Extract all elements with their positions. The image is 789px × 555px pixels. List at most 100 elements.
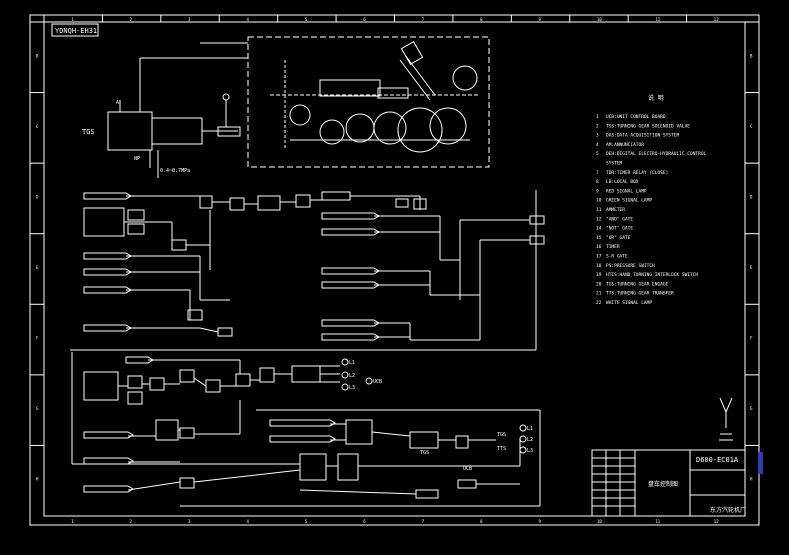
wire (127, 481, 181, 491)
right-ruler-label: G (750, 406, 753, 411)
legend-number: 12 (596, 216, 602, 222)
top-ruler-label: 7 (422, 17, 425, 22)
legend-number: 10 (596, 198, 602, 204)
legend-item: AM:ANNUNCIATOR (606, 142, 644, 148)
legend-number: 2 (596, 123, 599, 129)
signal-tag (83, 252, 132, 260)
legend-item: "AND" GATE (606, 216, 633, 222)
signal-tag (321, 228, 380, 236)
logic-block (529, 215, 545, 225)
legend-number: 21 (596, 291, 602, 297)
signal-label: TGS (420, 450, 429, 456)
logic-block (299, 453, 327, 481)
signal-tag (83, 192, 132, 200)
tgs-cylinder (107, 57, 248, 178)
legend-item: HTIS:HAND TURNING INTERLOCK SWITCH (606, 272, 698, 278)
signal-tag (125, 356, 154, 364)
wire (371, 431, 411, 437)
top-ruler-label: 12 (714, 17, 719, 22)
signal-label: L3 (527, 448, 533, 454)
left-ruler-label: G (36, 406, 39, 411)
legend-number: 8 (596, 179, 599, 185)
logic-block (259, 367, 275, 383)
wire (193, 469, 301, 483)
top-ruler-label: 11 (655, 17, 660, 22)
drawing-name: 盘车控制图 (648, 480, 678, 488)
signal-tag (321, 333, 380, 341)
signal-label: TGS (497, 432, 506, 438)
logic-block (415, 489, 439, 499)
top-ruler-label: 9 (539, 17, 542, 22)
top-ruler-label: 5 (305, 17, 308, 22)
signal-tag (83, 268, 132, 276)
logic-block (127, 391, 143, 405)
logic-block (529, 235, 545, 245)
scroll-indicator[interactable] (758, 452, 763, 474)
logic-block (179, 477, 195, 489)
bottom-ruler-label: 1 (71, 519, 74, 524)
bottom-ruler-label: 6 (363, 519, 366, 524)
legend-item: TSS:TURNING GEAR SOLENOID VALVE (606, 123, 690, 129)
bottom-ruler-label: 10 (597, 519, 602, 524)
legend-item: DEH:DIGITAL ELECTRO-HYDRAULIC CONTROL (606, 151, 707, 157)
logic-block (295, 194, 311, 208)
legend-number: 9 (596, 188, 599, 194)
signal-lamp-icon (341, 371, 349, 379)
np-label: NP (134, 156, 140, 162)
bottom-ruler-label: 9 (539, 519, 542, 524)
left-ruler-label: H (36, 477, 39, 482)
right-ruler-label: D (750, 194, 753, 199)
bottom-ruler-label: 5 (305, 519, 308, 524)
legend-number: 19 (596, 272, 602, 278)
right-ruler-label: C (750, 124, 753, 129)
legend-item: "NOT" GATE (606, 226, 633, 232)
bottom-ruler-label: 4 (246, 519, 249, 524)
wire (193, 377, 207, 387)
logic-block (291, 365, 321, 383)
signal-lamp-icon (519, 446, 527, 454)
top-ruler-label: 10 (597, 17, 602, 22)
company-name: 东方汽轮机厂 (710, 506, 746, 514)
right-ruler-label: E (750, 265, 753, 270)
logic-block (171, 239, 187, 251)
left-ruler-label: D (36, 194, 39, 199)
legend-item: TGS:TURNING GEAR ENGAGE (606, 281, 669, 287)
title-block (591, 449, 746, 517)
legend-title: 说 明 (648, 94, 664, 102)
legend-number: 18 (596, 263, 602, 269)
signal-tag (269, 435, 336, 443)
signal-lamp-icon (519, 435, 527, 443)
logic-block (217, 327, 233, 337)
legend-number: 15 (596, 235, 602, 241)
logic-block (337, 453, 359, 481)
legend-number: 1 (596, 114, 599, 120)
outer-frame (29, 14, 760, 526)
signal-lamp-icon (341, 383, 349, 391)
machine-box (247, 36, 490, 168)
signal-tag (83, 485, 134, 493)
left-ruler-label: B (36, 53, 39, 58)
turning-gear-drawing (270, 41, 480, 153)
legend-item: SYSTEM (606, 161, 623, 167)
inner-frame (43, 21, 746, 517)
tgs-label: TGS (82, 128, 95, 136)
legend-item: GREEN SIGNAL LAMP (606, 198, 652, 204)
signal-label: UCB (463, 466, 472, 472)
bottom-ruler-label: 11 (655, 519, 660, 524)
logic-block (395, 198, 409, 208)
top-ruler-label: 4 (246, 17, 249, 22)
legend-number: 5 (596, 151, 599, 157)
top-ruler-label: 8 (480, 17, 483, 22)
signal-lamp-icon (519, 424, 527, 432)
logic-block (179, 369, 195, 383)
signal-tag (83, 286, 132, 294)
bottom-ruler-label: 2 (130, 519, 133, 524)
north-arrow-icon (719, 397, 733, 441)
left-ruler-label: C (36, 124, 39, 129)
legend-item: UCB:UNIT CONTROL BOARD (606, 114, 666, 120)
legend-item: RED SIGNAL LAMP (606, 188, 647, 194)
